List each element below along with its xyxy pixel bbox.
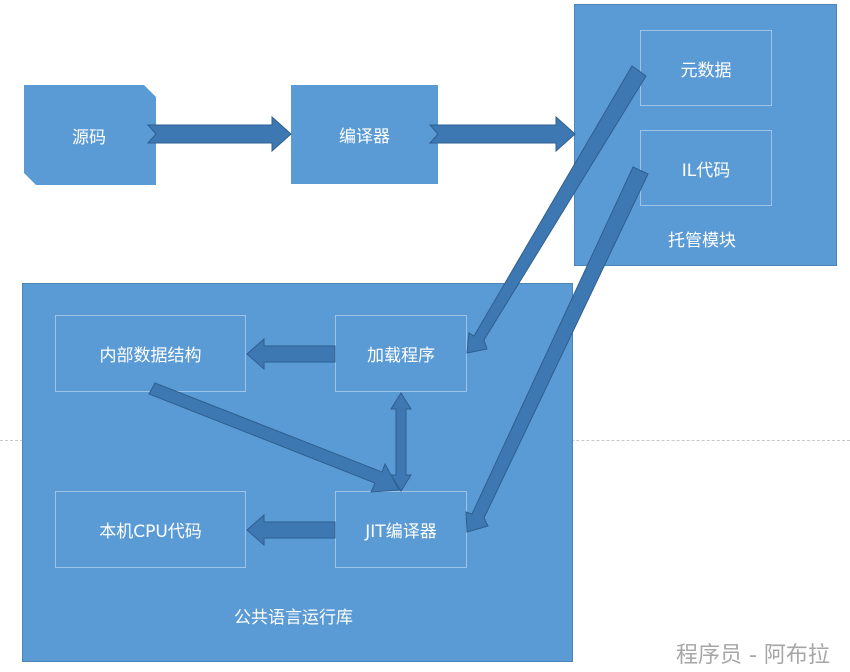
native-code-box: 本机CPU代码 — [55, 491, 246, 568]
arrow-metadata-to-loader — [466, 65, 647, 354]
loader-box: 加载程序 — [335, 315, 467, 392]
internal-data-label: 内部数据结构 — [99, 346, 202, 366]
metadata-label: 元数据 — [680, 60, 732, 81]
arrow-jit-to-native — [246, 513, 336, 547]
il-code-label: IL代码 — [681, 160, 731, 181]
managed-module-label: 托管模块 — [668, 231, 736, 251]
metadata-box: 元数据 — [640, 30, 772, 106]
source-label: 源码 — [72, 128, 106, 148]
internal-data-box: 内部数据结构 — [55, 315, 246, 392]
source-shape — [24, 85, 156, 185]
arrow-source-to-compiler — [146, 115, 292, 153]
jit-compiler-label: JIT编译器 — [365, 522, 437, 542]
watermark: 程序员 - 阿布拉 — [676, 643, 830, 668]
arrow-internal-to-jit — [148, 382, 400, 493]
clr-label: 公共语言运行库 — [234, 608, 353, 628]
native-code-label: 本机CPU代码 — [99, 522, 202, 542]
arrow-compiler-to-module — [428, 115, 576, 153]
arrow-loader-jit — [390, 392, 412, 492]
compiler-box: 编译器 — [291, 85, 438, 184]
compiler-label: 编译器 — [339, 127, 390, 147]
arrow-il-to-jit — [465, 166, 649, 533]
arrow-loader-to-internal — [246, 337, 336, 371]
il-code-box: IL代码 — [640, 130, 772, 206]
loader-label: 加载程序 — [367, 346, 435, 366]
